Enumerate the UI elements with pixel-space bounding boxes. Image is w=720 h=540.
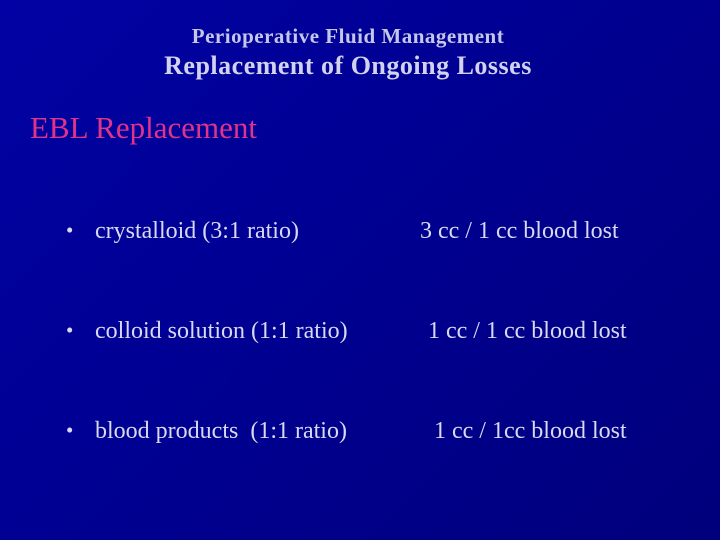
bullet-label: colloid solution (1:1 ratio) — [95, 318, 348, 344]
slide-title: Perioperative Fluid Management — [191, 24, 505, 48]
bullet-item: • crystalloid (3:1 ratio) 3 cc / 1 cc bl… — [0, 214, 720, 250]
bullet-icon: • — [66, 218, 74, 242]
slide-subtitle: Replacement of Ongoing Losses — [164, 51, 532, 80]
bullet-item: • colloid solution (1:1 ratio) 1 cc / 1 … — [0, 314, 720, 350]
bullet-item: • blood products (1:1 ratio) 1 cc / 1cc … — [0, 414, 720, 450]
bullet-icon: • — [66, 318, 74, 342]
bullet-icon: • — [66, 418, 74, 442]
section-heading: EBL Replacement — [30, 110, 257, 145]
title-block: Perioperative Fluid Management Replaceme… — [0, 24, 708, 80]
bullet-label: crystalloid (3:1 ratio) — [95, 218, 299, 244]
bullet-label: blood products (1:1 ratio) — [95, 418, 347, 444]
bullet-value: 3 cc / 1 cc blood lost — [420, 218, 619, 244]
bullet-value: 1 cc / 1cc blood lost — [434, 418, 627, 444]
bullet-value: 1 cc / 1 cc blood lost — [428, 318, 627, 344]
